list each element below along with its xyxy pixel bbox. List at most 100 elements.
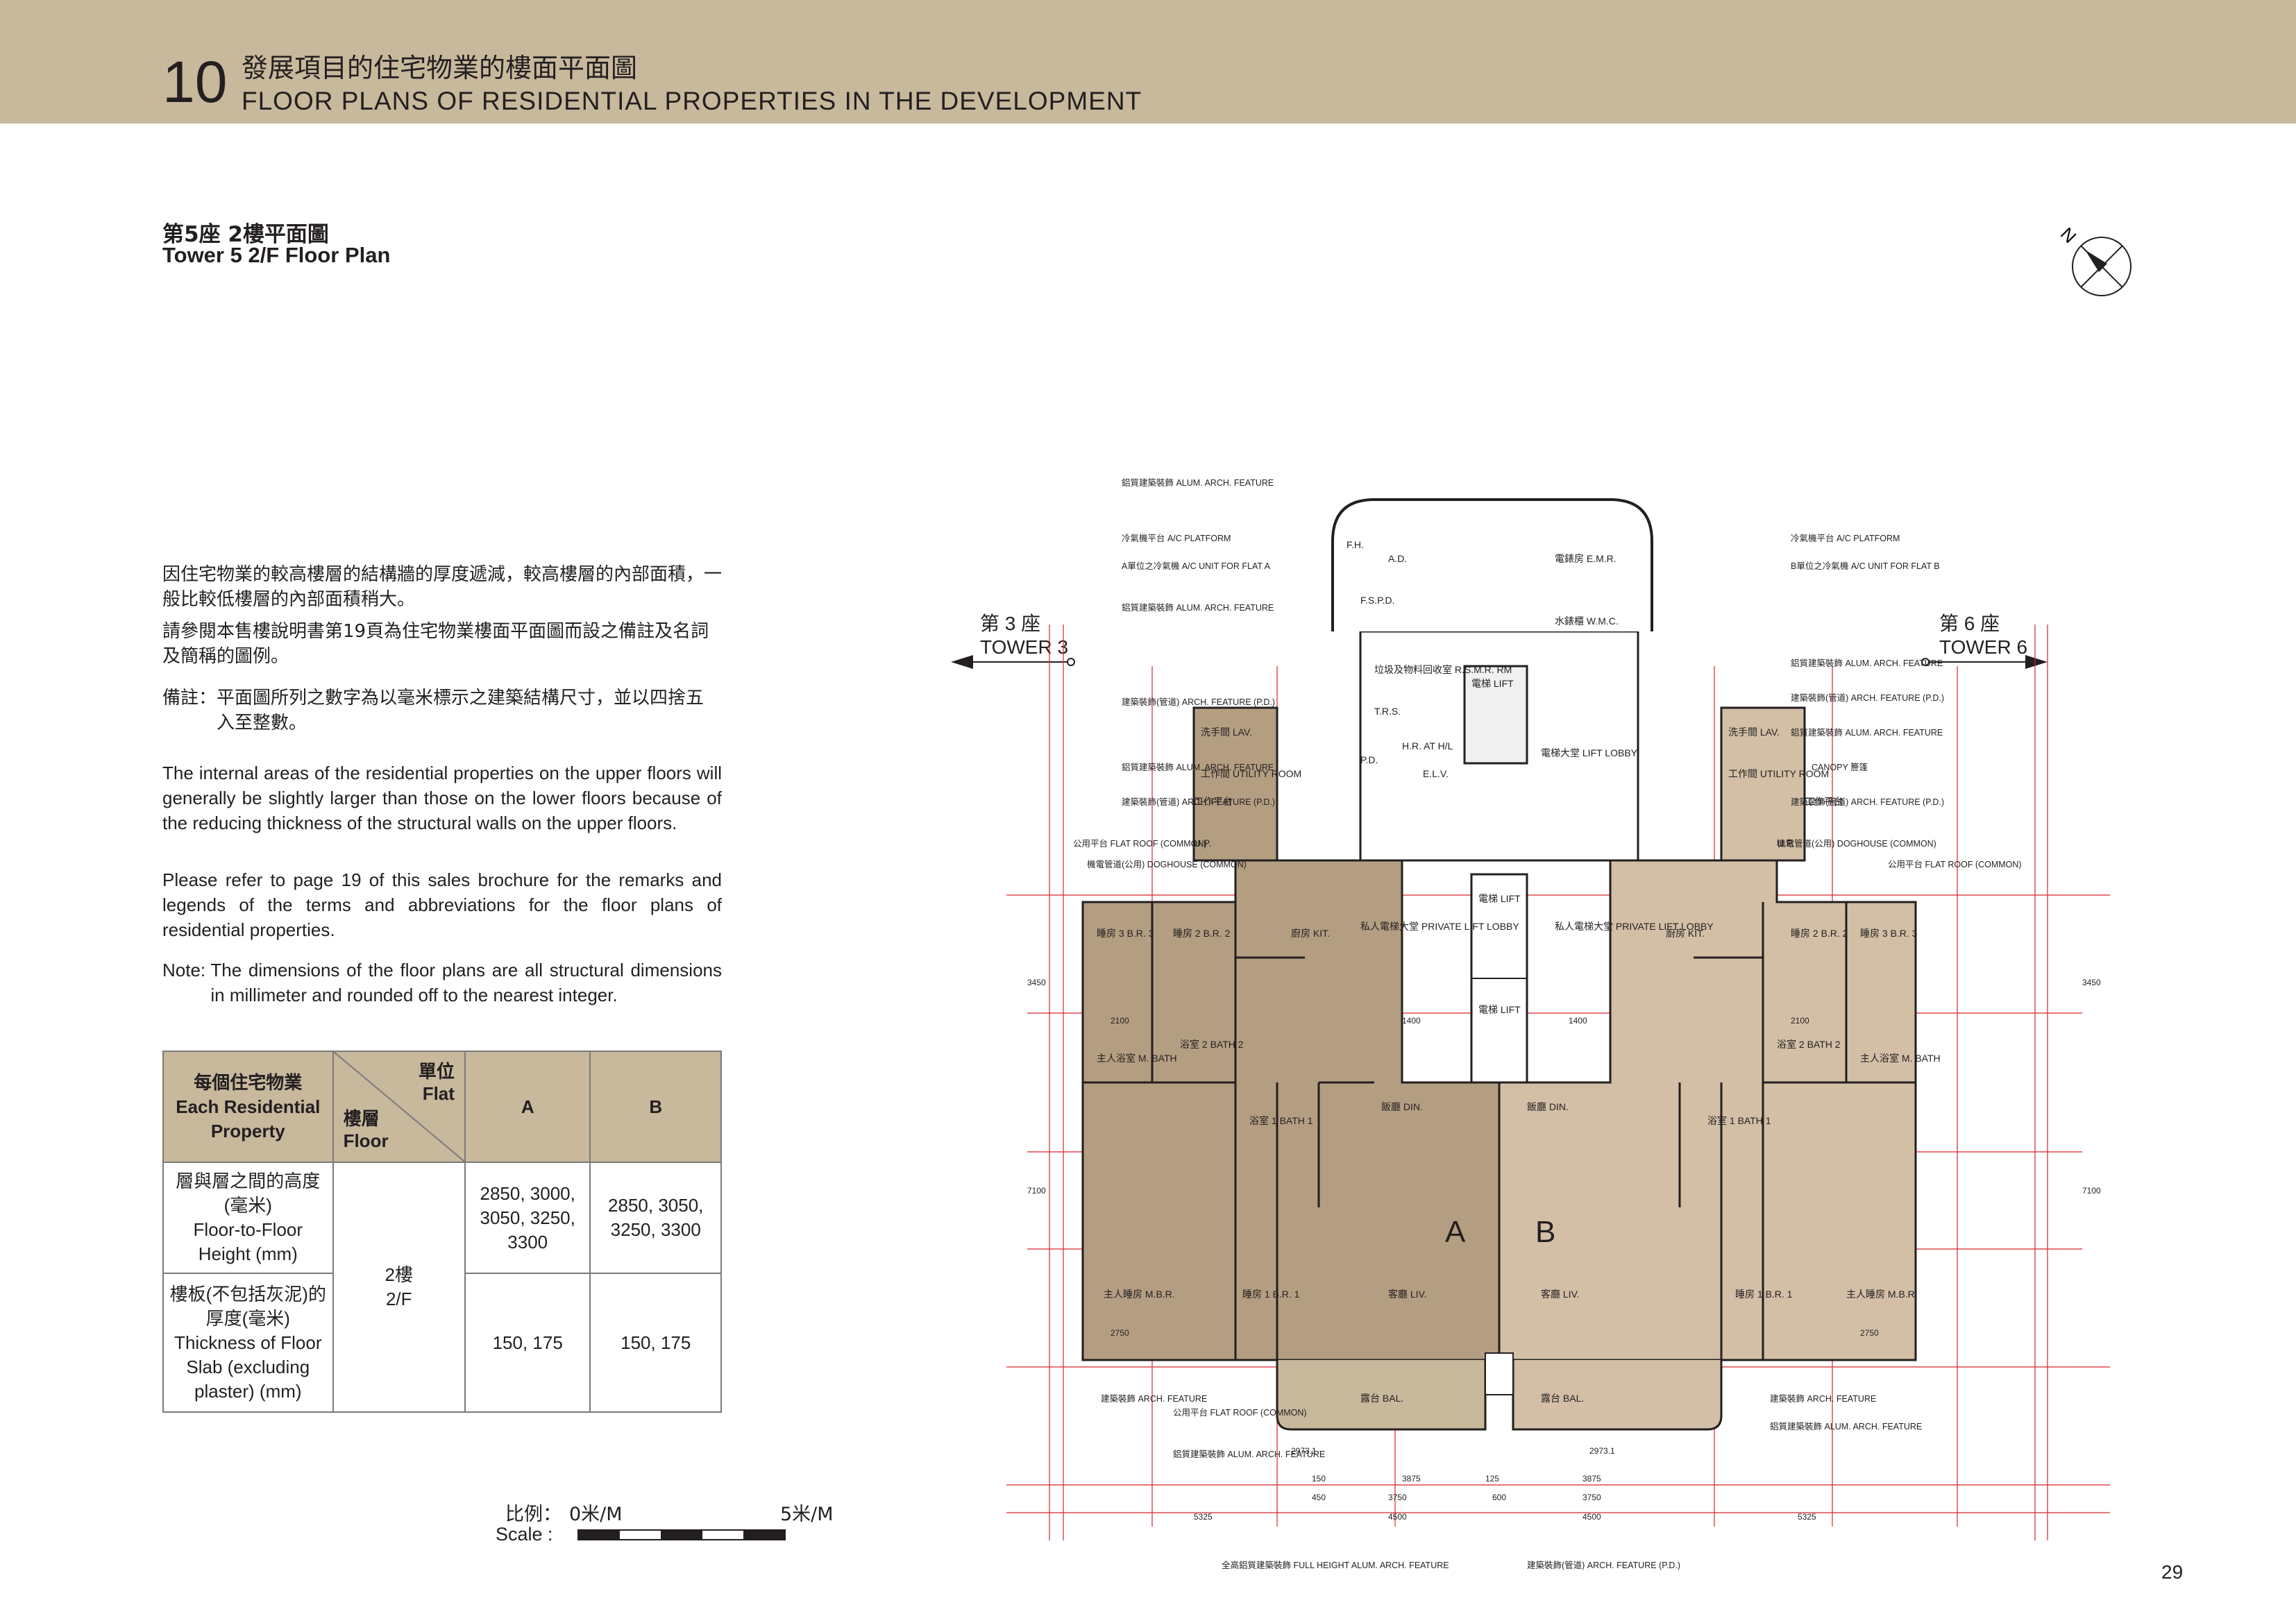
floor-plan-drawing: 第 3 座 TOWER 3 第 6 座 TOWER 6 [951, 477, 2110, 1570]
table-header-floor-zh: 樓層 [343, 1108, 380, 1129]
callout-alum-left-2: 鋁質建築裝飾 ALUM. ARCH. FEATURE [1122, 762, 1274, 772]
room-br2-a: 睡房 2 B.R. 2 [1173, 928, 1231, 939]
dim-2750-right: 2750 [1860, 1328, 1879, 1338]
table-header-flat-en: Flat [422, 1083, 455, 1104]
room-lift-1: 電梯 LIFT [1478, 893, 1521, 904]
dim-2750-left: 2750 [1111, 1328, 1129, 1338]
flat-b-label: B [1535, 1215, 1555, 1249]
plan-title-en: Tower 5 2/F Floor Plan [162, 243, 391, 267]
callout-labels: 鋁質建築裝飾 ALUM. ARCH. FEATURE 冷氣機平台 A/C PLA… [1073, 477, 2022, 1570]
callout-ac-unit-a: A單位之冷氣機 A/C UNIT FOR FLAT A [1122, 561, 1271, 571]
callout-arch-pd-left: 建築裝飾(管道) ARCH. FEATURE (P.D.) [1122, 697, 1275, 707]
dim-3450-right: 3450 [2082, 978, 2101, 987]
room-lav-b: 洗手間 LAV. [1728, 726, 1780, 738]
note-zh-remark-label: 備註： [162, 688, 217, 708]
room-platform-a: 工作平台 [1194, 796, 1233, 807]
flat-a-area [1081, 859, 1501, 1361]
tower-3-label-en: TOWER 3 [980, 636, 1068, 658]
table-row-label-height-en: Floor-to-Floor Height (mm) [193, 1219, 303, 1264]
page-number: 29 [2161, 1561, 2184, 1583]
room-kit-b: 廚房 KIT. [1666, 928, 1705, 939]
table-header-flat-floor: 單位 Flat 樓層 Floor [332, 1051, 466, 1163]
callout-full-height-alum: 全高鋁質建築裝飾 FULL HEIGHT ALUM. ARCH. FEATURE [1222, 1560, 1449, 1570]
note-zh-paragraph-1: 因住宅物業的較高樓層的結構牆的厚度遞減，較高樓層的內部面積，一般比較低樓層的內部… [162, 564, 723, 610]
room-lav-a: 洗手間 LAV. [1201, 726, 1252, 738]
scale-segment [579, 1531, 621, 1539]
note-en-remark: Note: The dimensions of the floor plans … [162, 958, 722, 1008]
table-header-flat: 單位 Flat [419, 1060, 455, 1105]
note-zh-remark: 備註： 平面圖所列之數字為以毫米標示之建築結構尺寸，並以四捨五入至整數。 [162, 686, 722, 736]
room-utility-b: 工作間 UTILITY ROOM [1728, 768, 1829, 779]
table-header-floor-en: Floor [343, 1130, 389, 1151]
note-en-paragraph-1: The internal areas of the residential pr… [162, 763, 722, 833]
dim-600: 600 [1492, 1493, 1506, 1502]
room-fspd: F.S.P.D. [1360, 595, 1395, 606]
room-br3-b: 睡房 3 B.R. 3 [1860, 928, 1918, 939]
callout-alum-right: 鋁質建築裝飾 ALUM. ARCH. FEATURE [1791, 658, 1943, 668]
dim-125: 125 [1485, 1474, 1499, 1484]
dim-2973-right: 2973.1 [1589, 1446, 1615, 1456]
dim-3875-right: 3875 [1582, 1474, 1601, 1484]
table-cell-slab-b: 150, 175 [589, 1273, 722, 1413]
room-bath1-a: 浴室 1 BATH 1 [1249, 1115, 1313, 1126]
dim-5325-right: 5325 [1798, 1512, 1816, 1522]
dim-4500-right: 4500 [1582, 1512, 1601, 1522]
tower-6-label-zh: 第 6 座 [1939, 613, 2000, 634]
room-br1-a: 睡房 1 B.R. 1 [1242, 1289, 1300, 1300]
room-hr: H.R. AT H/L [1402, 740, 1453, 751]
lift-shaft-top [1463, 665, 1528, 765]
room-bath2-b: 浴室 2 BATH 2 [1777, 1039, 1841, 1050]
center-fin [1485, 1352, 1514, 1395]
dim-4500-left: 4500 [1388, 1512, 1407, 1522]
table-header-floor: 樓層 Floor [344, 1107, 389, 1152]
table-header-property-en: Each Residential Property [176, 1096, 321, 1141]
callout-alum-left: 鋁質建築裝飾 ALUM. ARCH. FEATURE [1122, 602, 1274, 613]
callout-flat-roof-left: 公用平台 FLAT ROOF (COMMON) [1073, 838, 1207, 849]
dim-1400-right: 1400 [1569, 1016, 1587, 1026]
room-br2-b: 睡房 2 B.R. 2 [1791, 928, 1848, 939]
room-bath1-b: 浴室 1 BATH 1 [1707, 1115, 1771, 1126]
table-floor-en: 2/F [385, 1289, 412, 1309]
note-en-paragraph-2: Please refer to page 19 of this sales br… [162, 869, 722, 940]
dim-1400-left: 1400 [1402, 1016, 1421, 1026]
balcony-a [1276, 1360, 1487, 1431]
room-din-a: 飯廳 DIN. [1381, 1101, 1423, 1112]
table-cell-slab-a: 150, 175 [464, 1273, 591, 1413]
dim-3750-left: 3750 [1388, 1493, 1407, 1502]
tower-6-arrow: 第 6 座 TOWER 6 [1921, 613, 2048, 669]
callout-flat-roof-bottom: 公用平台 FLAT ROOF (COMMON) [1173, 1407, 1307, 1418]
table-header-property-zh: 每個住宅物業 [194, 1071, 303, 1093]
scale-start: 0米/M [569, 1504, 623, 1525]
room-bal-b: 露台 BAL. [1541, 1393, 1584, 1404]
callout-canopy: CANOPY 簷篷 [1812, 762, 1868, 772]
table-header-flat-a: A [464, 1051, 591, 1163]
dim-7100-right: 7100 [2082, 1186, 2101, 1196]
table-diagonal [333, 1052, 464, 1162]
room-lift-2: 電梯 LIFT [1478, 1004, 1521, 1015]
section-number: 10 [162, 49, 228, 114]
tower-6-label-en: TOWER 6 [1939, 636, 2027, 658]
note-zh-remark-text: 平面圖所列之數字為以毫米標示之建築結構尺寸，並以四捨五入至整數。 [217, 688, 704, 733]
dim-3750-right: 3750 [1582, 1493, 1601, 1502]
scale-segment [661, 1531, 702, 1539]
room-pd: P.D. [1360, 754, 1378, 765]
callout-arch-pd-right: 建築裝飾(管道) ARCH. FEATURE (P.D.) [1791, 692, 1944, 703]
dim-7100-left: 7100 [1027, 1186, 1046, 1196]
room-mbr-b: 主人睡房 M.B.R. [1846, 1289, 1918, 1300]
callout-arch-pd-left-2: 建築裝飾(管道) ARCH. FEATURE (P.D.) [1122, 797, 1275, 807]
room-wmc: 水錶櫃 W.M.C. [1555, 615, 1619, 627]
header-band: 10 發展項目的住宅物業的樓面平面圖 FLOOR PLANS OF RESIDE… [0, 0, 2296, 124]
room-bal-a: 露台 BAL. [1360, 1393, 1403, 1404]
room-mbr-a: 主人睡房 M.B.R. [1104, 1289, 1175, 1300]
scale-end: 5米/M [780, 1504, 834, 1525]
table-header-flat-b: B [589, 1051, 722, 1163]
room-utility-a: 工作間 UTILITY ROOM [1201, 768, 1301, 779]
room-platform-b: 工作平台 [1805, 796, 1843, 807]
table-row-label-height-zh: 層與層之間的高度(毫米) [176, 1171, 321, 1216]
room-trs: T.R.S. [1374, 706, 1401, 717]
section-title-zh: 發展項目的住宅物業的樓面平面圖 [242, 53, 638, 83]
room-up-a: U.P. [1194, 838, 1211, 849]
room-ad: A.D. [1388, 553, 1407, 564]
room-bath2-a: 浴室 2 BATH 2 [1180, 1039, 1244, 1050]
dim-3450-left: 3450 [1027, 978, 1046, 987]
